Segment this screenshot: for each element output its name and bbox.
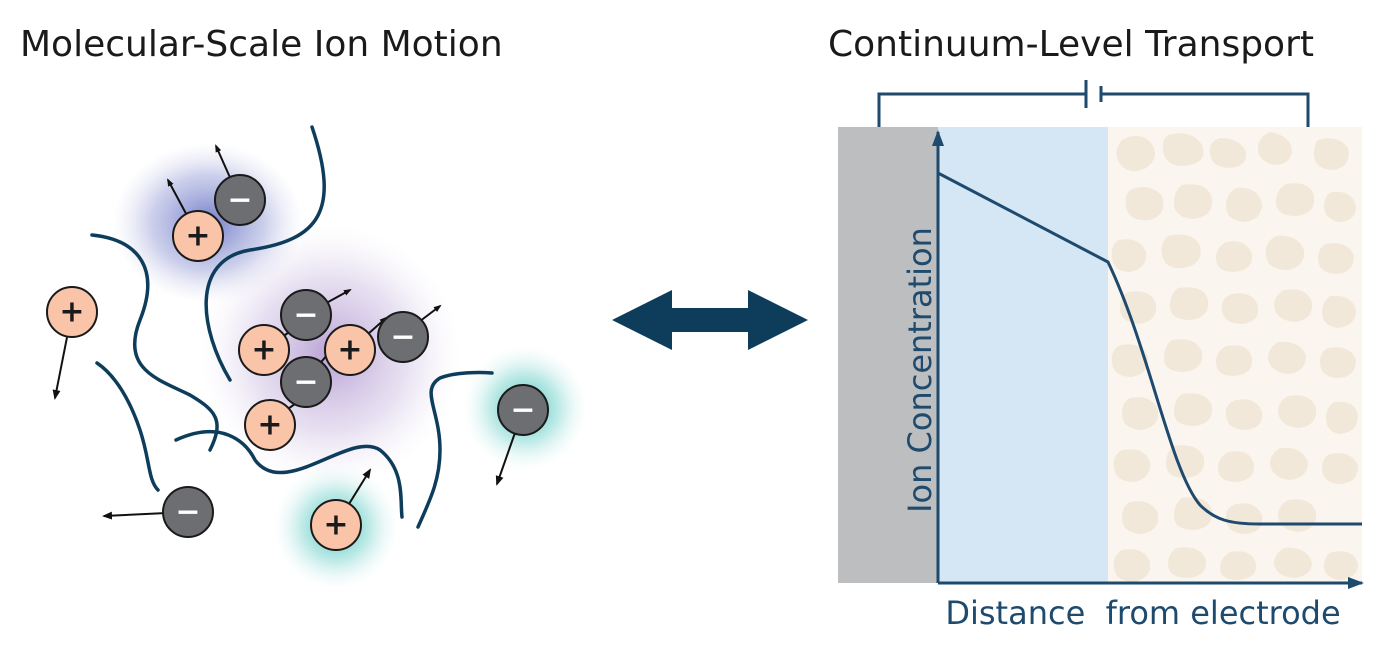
anion-ion: −: [377, 311, 429, 363]
polymer-chain: [90, 233, 219, 452]
y-axis-label: Ion Concentration: [901, 227, 939, 513]
cation-symbol: +: [323, 508, 348, 543]
porous-particles: [1111, 132, 1358, 582]
cation-ion: +: [310, 499, 362, 551]
concentration-profile-line: [937, 171, 1362, 526]
polymer-chain: [174, 430, 404, 519]
cation-ion: +: [172, 210, 224, 262]
cation-symbol: +: [337, 333, 362, 368]
cation-ion: +: [238, 324, 290, 376]
x-axis-label: Distance from electrode: [945, 594, 1340, 632]
left-panel-title: Molecular-Scale Ion Motion: [20, 24, 503, 65]
anion-symbol: −: [510, 393, 535, 428]
cation-ion: +: [46, 286, 98, 338]
anion-symbol: −: [227, 183, 252, 218]
cation-symbol: +: [185, 219, 210, 254]
electrode-block: [838, 127, 938, 583]
polymer-chain: [416, 370, 494, 529]
cation-symbol: +: [59, 295, 84, 330]
cation-ions: + + + + + +: [46, 210, 376, 551]
anion-ion: −: [280, 289, 332, 341]
anion-symbol: −: [390, 320, 415, 355]
anion-ion: −: [162, 486, 214, 538]
cation-ion: +: [324, 324, 376, 376]
cation-symbol: +: [257, 408, 282, 443]
cation-symbol: +: [251, 333, 276, 368]
continuum-panel: Ion Concentration Distance from electrod…: [838, 80, 1364, 632]
anion-ion: −: [280, 356, 332, 408]
anion-ion: −: [497, 384, 549, 436]
axes: [932, 130, 1364, 589]
double-arrow-icon: [612, 290, 808, 350]
cation-ion: +: [244, 399, 296, 451]
anion-symbol: −: [293, 365, 318, 400]
anion-symbol: −: [293, 298, 318, 333]
electrolyte-region: [938, 127, 1108, 583]
anion-ions: − − − − − −: [162, 174, 549, 538]
polymer-chains: [90, 125, 494, 529]
polymer-chain: [95, 361, 160, 492]
anion-symbol: −: [175, 495, 200, 530]
right-panel-title: Continuum-Level Transport: [828, 24, 1314, 65]
anion-ion: −: [214, 174, 266, 226]
polymer-chain: [204, 125, 326, 382]
circuit-battery-icon: [877, 80, 1310, 127]
molecular-scale-panel: + + + + + +: [46, 125, 587, 589]
